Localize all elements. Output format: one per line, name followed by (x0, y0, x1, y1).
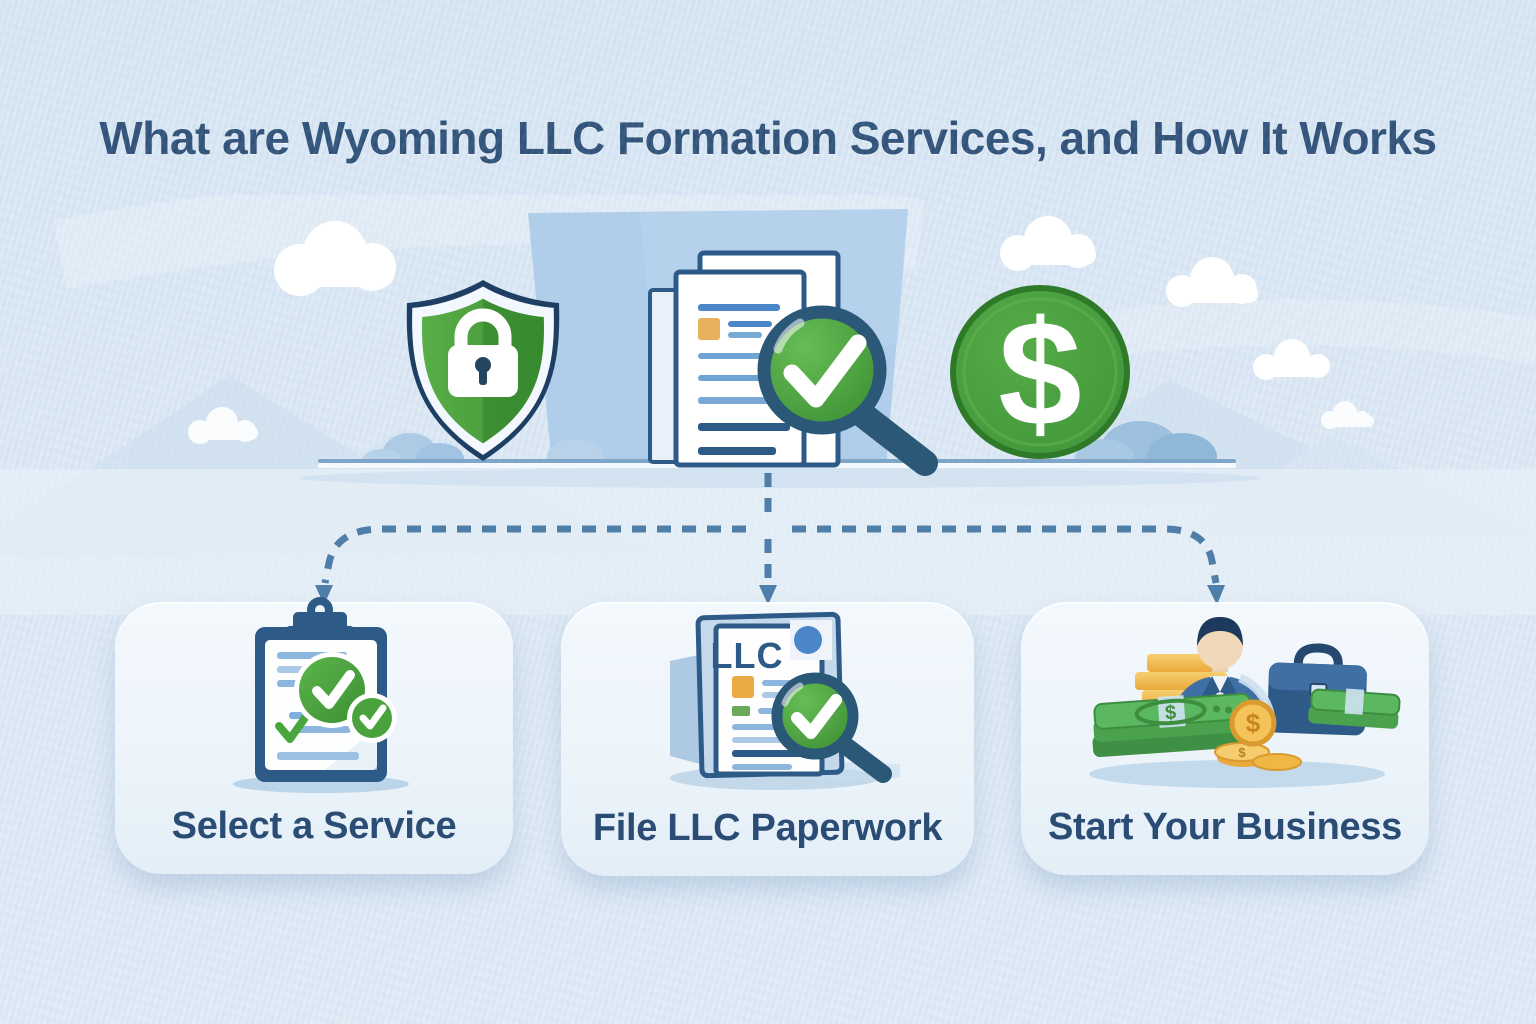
step-label: Select a Service (171, 805, 457, 847)
step-label: Start Your Business (1047, 806, 1402, 848)
arrow-down-icon (759, 585, 777, 605)
cloud-icon (274, 221, 396, 296)
documents-icon (648, 250, 938, 476)
connector-left (321, 525, 746, 584)
dollar-sign: $ (998, 289, 1081, 457)
clipboard-checklist-icon (233, 597, 409, 793)
cloud-icon (1000, 216, 1096, 271)
cash-stack-icon: $ (1092, 693, 1253, 758)
dollar-sign: $ (1246, 708, 1261, 738)
llc-text: LLC (711, 635, 784, 676)
shield-lock-icon (406, 280, 560, 461)
cloud-icon (1166, 257, 1258, 307)
check-icon (791, 694, 842, 739)
dollar-sign: $ (1164, 702, 1177, 725)
cash-stack-icon (1308, 688, 1401, 729)
llc-document-icon: LLC (670, 611, 900, 790)
step-label: File LLC Paperwork (592, 807, 943, 849)
businessman-money-icon: $ $ $ (1089, 617, 1401, 788)
icon-shadow (1089, 760, 1385, 788)
flow-connectors (315, 473, 1225, 605)
cloud-icon (188, 407, 258, 444)
cloud-icon (1253, 339, 1330, 380)
dollar-sign: $ (1238, 745, 1246, 760)
clouds (188, 216, 1374, 444)
hero-illustration: $ (0, 195, 1536, 615)
lock-icon (448, 308, 518, 397)
check-icon (275, 711, 311, 743)
check-circle-icon (347, 693, 397, 743)
connector-right (792, 525, 1220, 584)
check-icon (783, 334, 867, 408)
gold-coins-icon: $ $ (1214, 699, 1302, 771)
arrow-down-icon (1207, 585, 1225, 605)
hair (1197, 617, 1243, 646)
magnifier-check-icon (757, 305, 938, 476)
arrow-down-icon (315, 585, 333, 605)
dollar-coin-icon: $ (950, 285, 1130, 459)
page-title: What are Wyoming LLC Formation Services,… (99, 112, 1437, 164)
document-seal (794, 626, 822, 654)
cloud-icon (1321, 401, 1374, 429)
magnifier-check-icon (771, 672, 892, 783)
hill-bumps (362, 421, 1217, 465)
